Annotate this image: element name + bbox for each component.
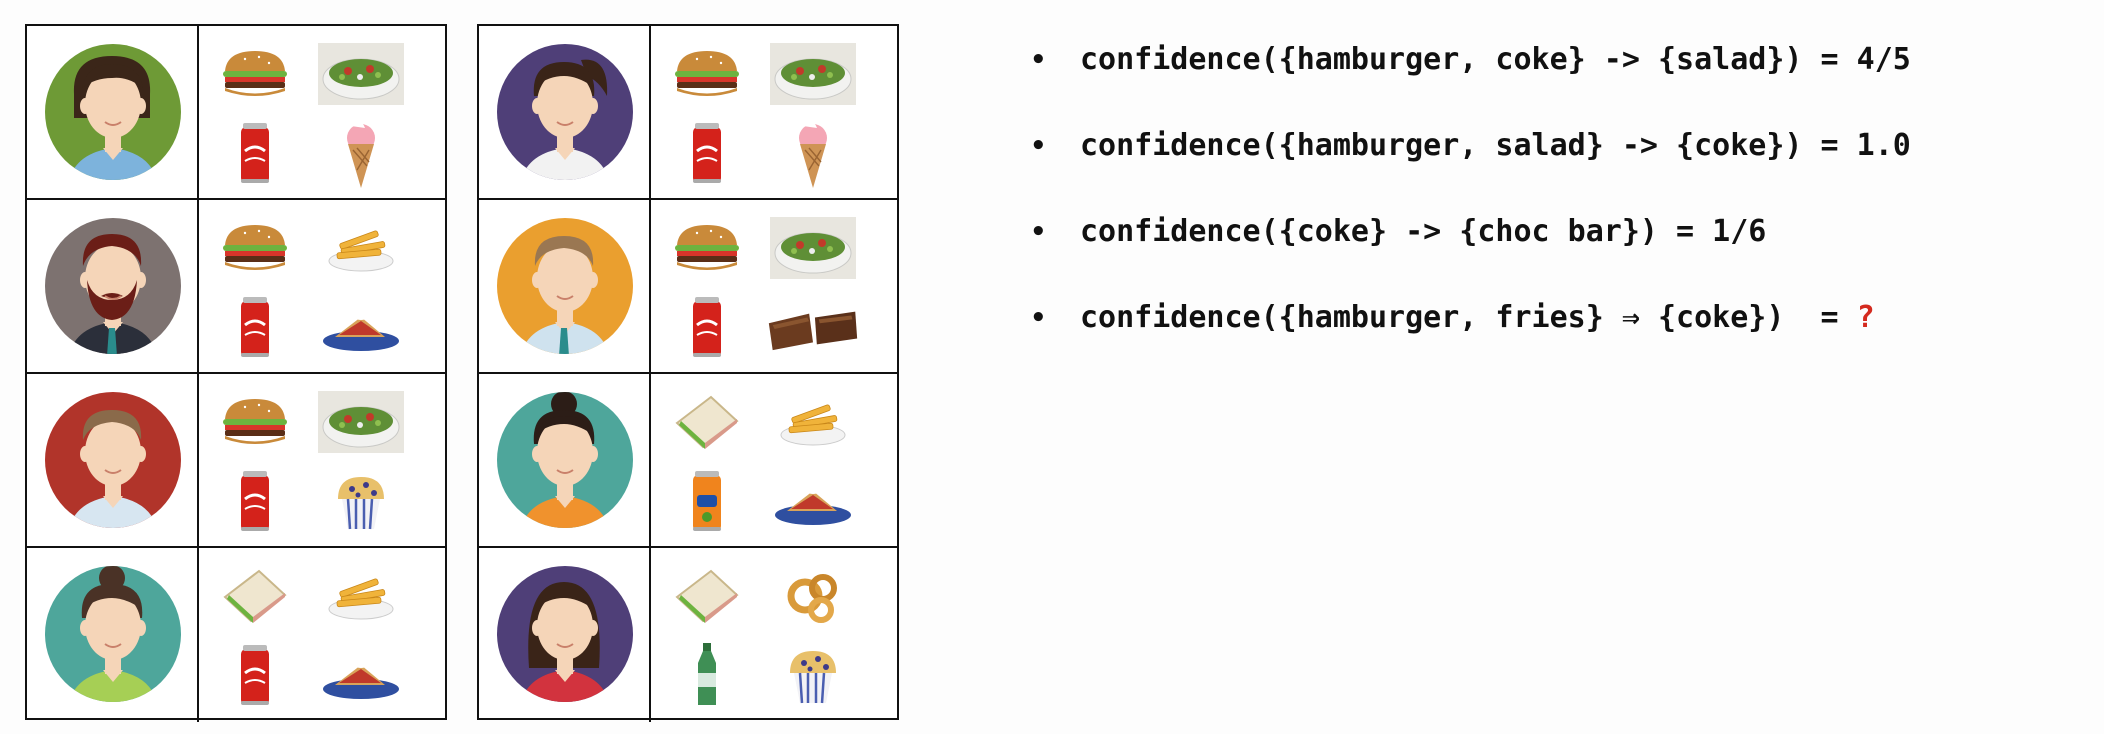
hamburger-icon [207, 210, 303, 286]
bullet: • [1030, 303, 1047, 333]
fries-icon [313, 210, 409, 286]
customer-avatar-cell [27, 200, 199, 372]
customer-avatar [27, 548, 197, 718]
ice-cream-icon [765, 116, 861, 192]
customer-avatar [479, 374, 649, 544]
transaction-row [27, 26, 445, 200]
hamburger-icon [207, 384, 303, 460]
customer-avatar [479, 548, 649, 718]
basket-items-cell [199, 374, 445, 546]
coke-icon [207, 116, 303, 192]
coke-icon [207, 290, 303, 366]
rule-text: confidence({hamburger, fries} ⇒ {coke}) … [1080, 298, 1875, 338]
salad-icon [765, 210, 861, 286]
basket-items-cell [199, 26, 445, 198]
hamburger-icon [659, 210, 755, 286]
transactions-table-left [25, 24, 447, 722]
customer-avatar-cell [27, 374, 199, 546]
fanta-icon [659, 464, 755, 540]
rule-text: confidence({hamburger, salad} -> {coke})… [1080, 128, 1911, 163]
coke-icon [659, 116, 755, 192]
coke-icon [207, 464, 303, 540]
bullet: • [1030, 45, 1047, 75]
rule-question-text: confidence({hamburger, fries} ⇒ {coke}) … [1080, 300, 1857, 335]
transaction-row [27, 200, 445, 374]
rule-2: • confidence({hamburger, salad} -> {coke… [1030, 126, 2090, 212]
basket-items-cell [651, 374, 897, 546]
onion-rings-icon [765, 558, 861, 634]
muffin-icon [765, 638, 861, 714]
customer-avatar [27, 26, 197, 196]
basket-items-cell [651, 200, 897, 372]
salad-icon [313, 36, 409, 112]
ice-cream-icon [313, 116, 409, 192]
customer-avatar-cell [479, 200, 651, 372]
rule-3: • confidence({coke} -> {choc bar}) = 1/6 [1030, 212, 2090, 298]
customer-avatar-cell [479, 374, 651, 546]
customer-avatar [479, 200, 649, 370]
rule-1: • confidence({hamburger, coke} -> {salad… [1030, 40, 2090, 126]
bullet: • [1030, 217, 1047, 247]
basket-items-cell [651, 548, 897, 722]
transactions-table-right [477, 24, 899, 722]
salad-icon [765, 36, 861, 112]
muffin-icon [313, 464, 409, 540]
customer-avatar-cell [479, 26, 651, 198]
coke-icon [207, 638, 303, 714]
pie-icon [313, 638, 409, 714]
salad-icon [313, 384, 409, 460]
customer-avatar-cell [479, 548, 651, 722]
fries-icon [765, 384, 861, 460]
bullet: • [1030, 131, 1047, 161]
coke-icon [659, 290, 755, 366]
customer-avatar-cell [27, 548, 199, 722]
sandwich-icon [659, 558, 755, 634]
customer-avatar [479, 26, 649, 196]
confidence-rules-list: • confidence({hamburger, coke} -> {salad… [1030, 40, 2090, 384]
rule-4: • confidence({hamburger, fries} ⇒ {coke}… [1030, 298, 2090, 384]
transaction-row [479, 26, 897, 200]
hamburger-icon [659, 36, 755, 112]
fries-icon [313, 558, 409, 634]
transaction-row [27, 548, 445, 722]
hamburger-icon [207, 36, 303, 112]
customer-avatar [27, 200, 197, 370]
question-mark: ? [1856, 300, 1875, 335]
sandwich-icon [659, 384, 755, 460]
transaction-row [479, 548, 897, 722]
rule-text: confidence({hamburger, coke} -> {salad})… [1080, 42, 1911, 77]
basket-items-cell [651, 26, 897, 198]
choc-bar-icon [765, 290, 861, 366]
customer-avatar [27, 374, 197, 544]
transaction-row [27, 374, 445, 548]
water-icon [659, 638, 755, 714]
transaction-row [479, 200, 897, 374]
basket-items-cell [199, 200, 445, 372]
pie-icon [765, 464, 861, 540]
pie-icon [313, 290, 409, 366]
sandwich-icon [207, 558, 303, 634]
transaction-row [479, 374, 897, 548]
customer-avatar-cell [27, 26, 199, 198]
rule-text: confidence({coke} -> {choc bar}) = 1/6 [1080, 214, 1767, 249]
basket-items-cell [199, 548, 445, 722]
